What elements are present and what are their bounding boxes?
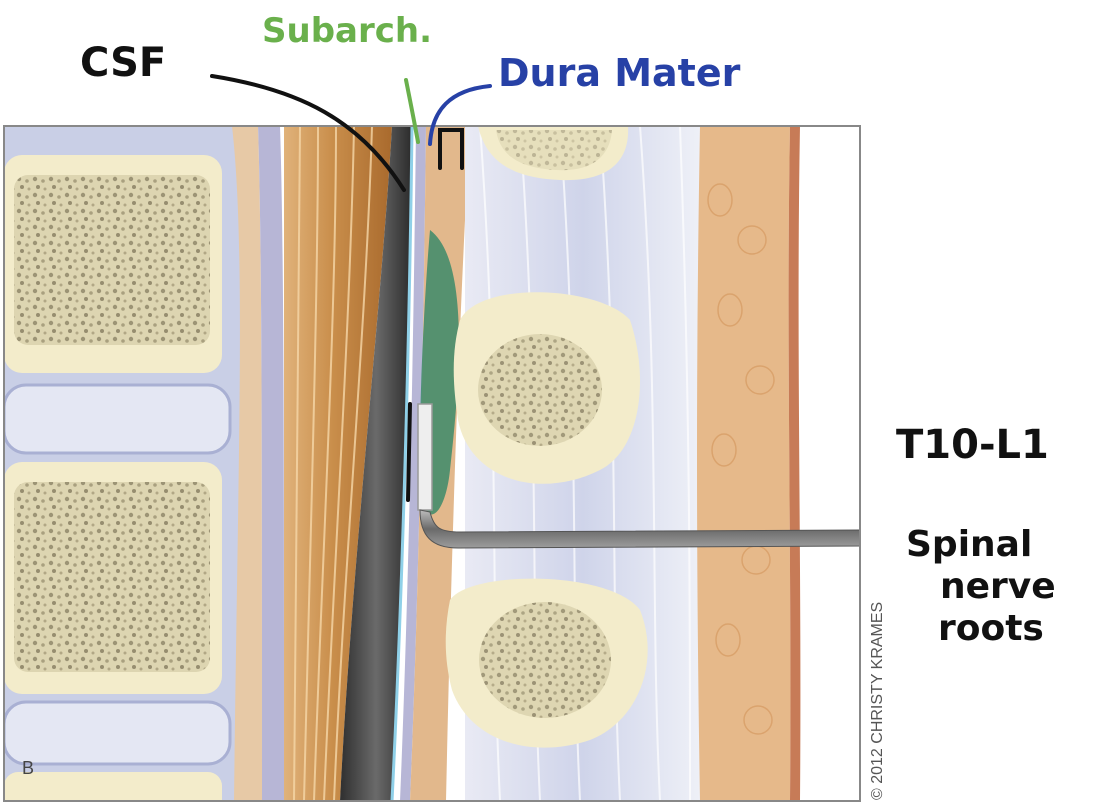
label-nerve-roots-line1: Spinal: [906, 524, 1032, 565]
copyright: © 2012 CHRISTY KRAMES: [869, 602, 886, 800]
epidural-bracket: [438, 128, 464, 170]
intervertebral-disc-upper: [4, 383, 232, 455]
panel-letter: B: [22, 758, 34, 778]
epidural-catheter: [417, 403, 433, 511]
pointer-subarachnoid: [404, 78, 420, 144]
epidural-needle: [419, 509, 860, 549]
vertebral-column: [4, 126, 240, 801]
skin: [788, 126, 801, 801]
label-csf: CSF: [80, 40, 166, 86]
posterior-longitudinal-ligament: [232, 126, 262, 801]
label-nerve-roots-line2: nerve: [940, 566, 1056, 607]
arachnoid-membrane: [390, 126, 414, 801]
label-subarachnoid: Subarch.: [262, 11, 432, 51]
subcutaneous-fat: [697, 126, 791, 801]
csf-space: [340, 126, 412, 801]
pointer-dura-mater: [428, 84, 492, 146]
pointer-csf: [210, 74, 406, 192]
annotations: CSF Subarch. Dura Mater T10-L1 Spinal ne…: [80, 11, 1056, 649]
label-dura-mater: Dura Mater: [498, 51, 741, 95]
intervertebral-disc-lower: [4, 700, 232, 766]
vertebral-body-lower: [4, 772, 222, 801]
dura-mater-layer: [400, 126, 426, 801]
label-level: T10-L1: [896, 422, 1049, 468]
catheter-marker: [406, 402, 412, 502]
label-nerve-roots-line3: roots: [938, 608, 1044, 649]
spine-illustration: B: [4, 126, 860, 801]
